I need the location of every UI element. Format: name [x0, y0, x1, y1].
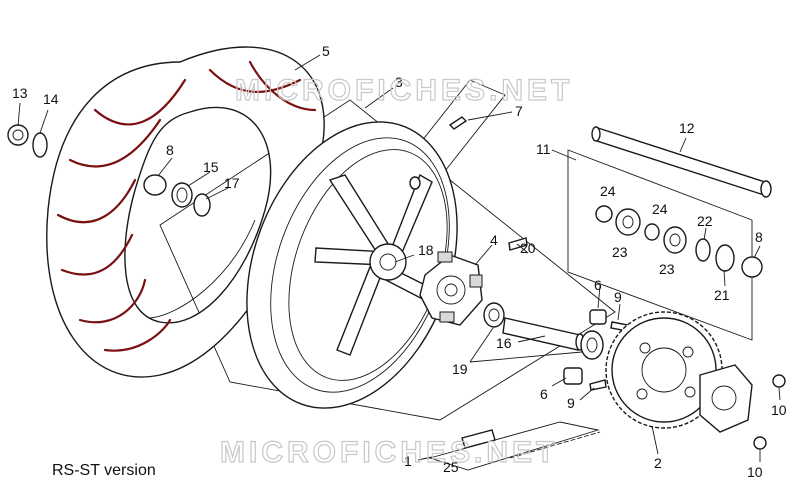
sprocket-carrier [699, 364, 753, 433]
callout-3: 3 [395, 74, 403, 90]
callout-1: 1 [404, 453, 412, 469]
callout-23-left: 23 [612, 244, 628, 260]
callout-6-upper: 6 [594, 277, 602, 293]
watermark-top: MICROFICHES.NET [235, 74, 573, 107]
callout-leaders [17, 54, 781, 462]
callout-12: 12 [679, 120, 695, 136]
callout-21: 21 [714, 287, 730, 303]
callout-23-right: 23 [659, 261, 675, 277]
callout-16: 16 [496, 335, 512, 351]
callout-11: 11 [536, 141, 551, 157]
callout-7: 7 [515, 103, 523, 119]
callout-9-upper: 9 [614, 289, 622, 305]
sprocket-nuts [753, 374, 786, 450]
callout-18: 18 [418, 242, 434, 258]
callout-24-left: 24 [600, 183, 616, 199]
callout-6-lower: 6 [540, 386, 548, 402]
rear-wheel-rim [246, 121, 458, 409]
version-caption: RS-ST version [52, 462, 156, 479]
callout-labels: 13 14 5 3 7 8 15 17 18 4 20 16 19 11 12 … [12, 43, 787, 480]
callout-8-left: 8 [166, 142, 174, 158]
rear-sprocket [605, 311, 723, 429]
callout-20: 20 [520, 240, 536, 256]
chain-kit-frame [428, 421, 600, 471]
callout-19: 19 [452, 361, 468, 377]
watermark-bottom: MICROFICHES.NET [220, 436, 558, 469]
spindle-group-frame [567, 149, 753, 341]
callout-13: 13 [12, 85, 28, 101]
inner-spacer-shaft [502, 317, 585, 351]
callout-10-upper: 10 [771, 402, 787, 418]
bearings-and-spacers [7, 116, 763, 391]
callout-25: 25 [443, 459, 459, 475]
callout-8-right: 8 [755, 229, 763, 245]
callout-5: 5 [322, 43, 330, 59]
callout-24-right: 24 [652, 201, 668, 217]
callout-17: 17 [224, 175, 240, 191]
spindle [591, 126, 772, 198]
drive-chain [461, 429, 601, 459]
callout-15: 15 [203, 159, 219, 175]
callout-10-lower: 10 [747, 464, 763, 480]
callout-9-lower: 9 [567, 395, 575, 411]
callout-22: 22 [697, 213, 713, 229]
drive-flange [419, 251, 483, 326]
callout-14: 14 [43, 91, 59, 107]
callout-2: 2 [654, 455, 662, 471]
callout-4: 4 [490, 232, 498, 248]
